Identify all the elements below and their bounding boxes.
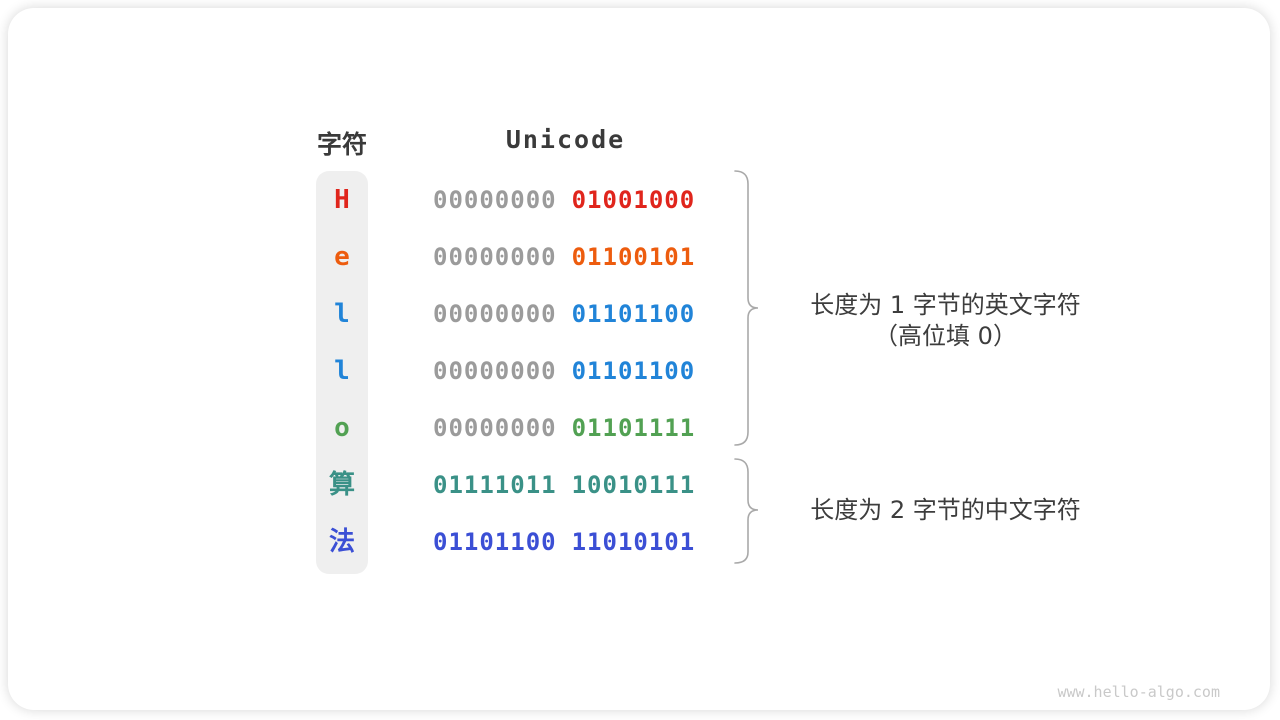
char-cell: 算: [328, 470, 355, 500]
char-cell: l: [334, 299, 350, 329]
char-cell: l: [334, 356, 350, 386]
binary-byte-high: 00000000: [433, 414, 557, 442]
brace-chinese-group: [734, 458, 759, 564]
diagram-card: 字符 Unicode H 00000000 01001000 e 00000000…: [8, 8, 1270, 710]
binary-byte-low: 11010101: [571, 528, 696, 556]
binary-byte-high: 00000000: [433, 186, 557, 214]
char-cell: o: [334, 413, 350, 443]
char-column-header: 字符: [316, 130, 367, 159]
binary-byte-high: 00000000: [433, 300, 557, 328]
annotation-line: （高位填 0）: [874, 322, 1017, 350]
unicode-binary: 00000000 01001000: [433, 185, 703, 215]
binary-byte-high: 00000000: [433, 357, 557, 385]
unicode-binary: 00000000 01100101: [433, 242, 703, 272]
group-braces: [734, 170, 759, 564]
brace-english-group: [734, 170, 759, 446]
binary-byte-high: 01111011: [433, 471, 557, 499]
binary-byte-low: 10010111: [571, 471, 696, 499]
binary-byte-low: 01001000: [571, 186, 696, 214]
unicode-binary: 00000000 01101100: [433, 299, 703, 329]
unicode-column-header: Unicode: [505, 125, 626, 154]
watermark-url: www.hello-algo.com: [1057, 683, 1220, 701]
binary-byte-low: 01101111: [571, 414, 696, 442]
unicode-binary: 00000000 01101111: [433, 413, 703, 443]
binary-byte-low: 01101100: [571, 357, 696, 385]
binary-byte-low: 01100101: [571, 243, 696, 271]
char-cell: 法: [328, 527, 355, 557]
unicode-binary: 01111011 10010111: [433, 470, 703, 500]
char-cell: e: [334, 242, 350, 272]
annotation-line: 长度为 1 字节的英文字符: [810, 291, 1081, 319]
char-column-background: [316, 171, 368, 574]
annotation-english-chars: 长度为 1 字节的英文字符 （高位填 0）: [778, 290, 1113, 352]
unicode-binary: 00000000 01101100: [433, 356, 703, 386]
annotation-line: 长度为 2 字节的中文字符: [810, 496, 1081, 524]
binary-byte-high: 01101100: [433, 528, 557, 556]
annotation-chinese-chars: 长度为 2 字节的中文字符: [778, 495, 1113, 526]
binary-byte-high: 00000000: [433, 243, 557, 271]
binary-byte-low: 01101100: [571, 300, 696, 328]
unicode-binary: 01101100 11010101: [433, 527, 703, 557]
char-cell: H: [334, 185, 350, 215]
